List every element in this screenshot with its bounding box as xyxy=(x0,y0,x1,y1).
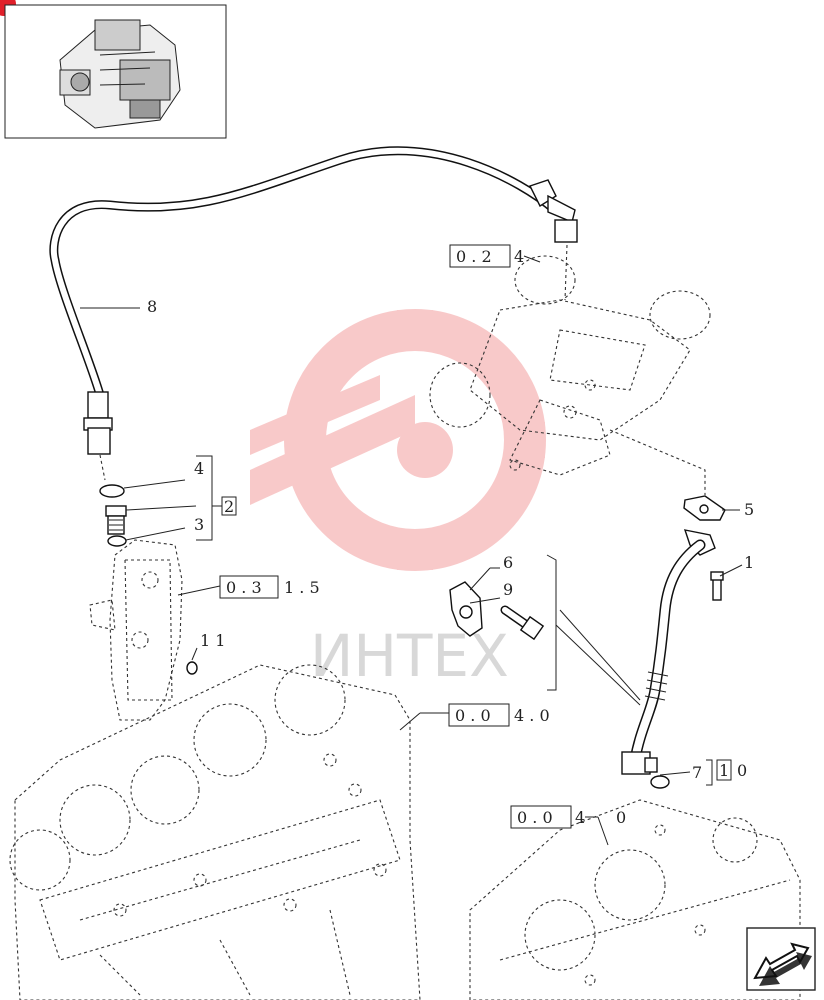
watermark-gear-logo xyxy=(250,309,546,571)
ref-box-block2-tail-b: 0 xyxy=(616,808,626,827)
watermark-text: ИНТЕХ xyxy=(310,622,509,690)
ref-box-block[interactable] xyxy=(448,703,510,727)
oil-pipe-8[interactable] xyxy=(49,146,578,455)
callout-10-box-label: 1 xyxy=(719,761,729,780)
turbocharger xyxy=(429,255,711,476)
callout-4: 4 xyxy=(194,459,204,478)
ref-box-block2-label: 0 . 0 xyxy=(517,808,553,827)
callout-10-tail: 0 xyxy=(737,761,747,780)
fitting-2[interactable] xyxy=(105,505,127,535)
oil-return-pipe[interactable] xyxy=(621,529,716,775)
ref-box-filter-tail: 1 . 5 xyxy=(284,578,320,597)
callout-2-box xyxy=(221,496,237,516)
callout-2: 2 xyxy=(224,497,234,516)
next-page-arrow-icon xyxy=(753,942,812,986)
ref-box-block2[interactable] xyxy=(510,805,572,829)
callout-9: 9 xyxy=(503,580,513,599)
callout-1: 1 xyxy=(744,553,754,572)
clamp-bracket-6[interactable] xyxy=(449,581,483,637)
ref-box-block-tail: 4 . 0 xyxy=(514,706,550,725)
seal-ring-3[interactable] xyxy=(107,535,127,547)
seal-ring-11[interactable] xyxy=(186,661,198,675)
callout-7: 7 xyxy=(692,763,702,782)
ref-box-turbo-tail: 4 xyxy=(514,247,524,266)
seal-ring-4[interactable] xyxy=(99,484,125,498)
oil-filter-housing xyxy=(89,539,183,721)
bolt-1[interactable] xyxy=(710,571,724,601)
ref-box-turbo[interactable] xyxy=(449,244,511,268)
callout-11: 1 1 xyxy=(200,631,225,650)
gasket-5[interactable] xyxy=(683,495,726,521)
engine-block xyxy=(9,664,421,1000)
engine-thumbnail-icon xyxy=(59,19,181,129)
engine-thumbnail[interactable] xyxy=(4,4,227,139)
next-page-button[interactable] xyxy=(746,927,816,991)
bolt-9[interactable] xyxy=(500,605,545,641)
ref-box-block-label: 0 . 0 xyxy=(455,706,491,725)
callout-6: 6 xyxy=(503,553,513,572)
callout-5: 5 xyxy=(744,500,754,519)
ref-box-turbo-label: 0 . 2 xyxy=(456,247,492,266)
ref-box-block2-tail-a: 4 xyxy=(575,808,585,827)
callout-3: 3 xyxy=(194,515,204,534)
seal-ring-7[interactable] xyxy=(650,775,670,789)
callout-8: 8 xyxy=(147,297,157,316)
engine-block-secondary xyxy=(469,799,801,1000)
ref-box-filter-label: 0 . 3 xyxy=(226,578,262,597)
callout-10-box xyxy=(716,759,732,781)
ref-box-filter[interactable] xyxy=(219,575,279,599)
